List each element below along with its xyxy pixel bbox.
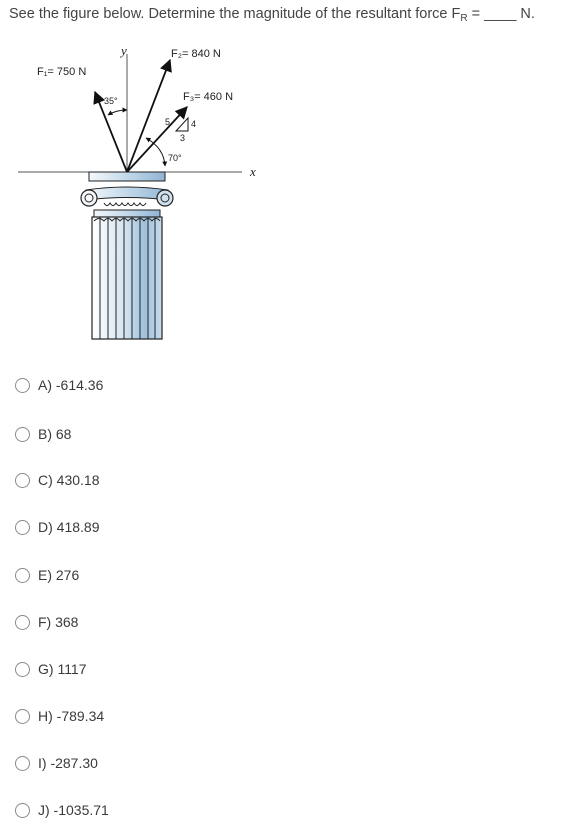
choice-i[interactable]: I) -287.30 (15, 752, 98, 774)
angle-label-70: 70° (168, 153, 182, 163)
angle-label-35: 35° (104, 96, 118, 106)
angle-arc-70 (145, 137, 168, 167)
x-axis-label: x (249, 164, 256, 179)
question-blank: = ____ N. (467, 6, 535, 22)
question-stem: See the figure below. Determine the magn… (9, 6, 461, 22)
choice-label: I) -287.30 (38, 755, 98, 771)
choice-h[interactable]: H) -789.34 (15, 705, 104, 727)
choice-label: E) 276 (38, 567, 80, 583)
choice-a[interactable]: A) -614.36 (15, 374, 103, 396)
y-axis-label: y (119, 43, 127, 58)
radio-button[interactable] (15, 519, 30, 535)
question-text: See the figure below. Determine the magn… (9, 4, 574, 29)
slope-label-5: 5 (165, 117, 170, 127)
f1-vector (93, 90, 128, 173)
radio-button[interactable] (15, 377, 30, 393)
slope-label-3: 3 (180, 133, 185, 143)
choice-label: B) 68 (38, 426, 72, 442)
radio-button[interactable] (15, 755, 30, 771)
f3-label: F₃= 460 N (183, 91, 233, 103)
choice-b[interactable]: B) 68 (15, 423, 71, 445)
choice-label: D) 418.89 (38, 519, 100, 535)
choice-label: A) -614.36 (38, 377, 104, 393)
radio-button[interactable] (15, 472, 30, 488)
choice-label: F) 368 (38, 614, 79, 630)
f2-label: F₂= 840 N (171, 48, 221, 60)
choice-f[interactable]: F) 368 (15, 611, 78, 633)
f1-label: F₁= 750 N (37, 66, 86, 78)
radio-button[interactable] (15, 708, 30, 724)
slope-label-4: 4 (191, 119, 196, 129)
choice-j[interactable]: J) -1035.71 (15, 799, 109, 821)
slope-triangle: 5 4 3 (165, 116, 196, 143)
choice-g[interactable]: G) 1117 (15, 658, 87, 680)
choice-label: C) 430.18 (38, 472, 100, 488)
radio-button[interactable] (15, 567, 30, 583)
f2-vector (126, 58, 172, 173)
force-diagram: y x 35° 70° 5 4 3 (18, 43, 256, 340)
angle-arc-35 (107, 107, 128, 116)
radio-button[interactable] (15, 426, 30, 442)
choice-e[interactable]: E) 276 (15, 564, 79, 586)
question-subscript: R (460, 13, 468, 24)
choice-label: H) -789.34 (38, 708, 105, 724)
radio-button[interactable] (15, 614, 30, 630)
choice-label: J) -1035.71 (38, 802, 109, 818)
choice-d[interactable]: D) 418.89 (15, 516, 99, 538)
radio-button[interactable] (15, 802, 30, 818)
choice-c[interactable]: C) 430.18 (15, 469, 99, 491)
column (80, 171, 174, 340)
choice-label: G) 1117 (38, 661, 87, 677)
radio-button[interactable] (15, 661, 30, 677)
